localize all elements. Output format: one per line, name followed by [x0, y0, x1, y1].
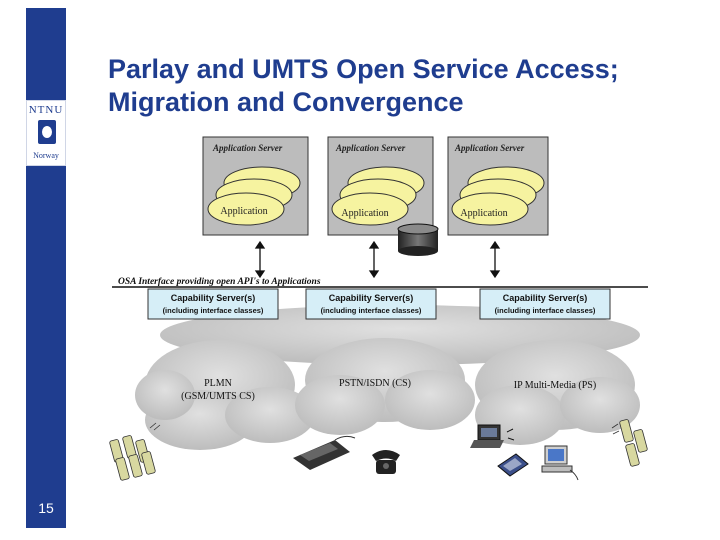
capability-server-1 [147, 288, 279, 320]
capability-server-3-title: Capability Server(s) [503, 293, 588, 303]
capability-server-1-subtitle: (including interface classes) [163, 306, 264, 315]
database-icon [397, 223, 439, 256]
mobile-phones-left-icon [109, 422, 161, 481]
osa-interface-label: OSA Interface providing open API's to Ap… [118, 277, 321, 287]
institution-name: NTNU [28, 104, 64, 116]
capability-server-2-title: Capability Server(s) [329, 293, 414, 303]
network-pstn-label: PSTN/ISDN (CS) [339, 378, 411, 389]
capability-server-3-subtitle: (including interface classes) [495, 306, 596, 315]
mobile-phones-right-icon [611, 419, 648, 467]
pda-icon [497, 453, 529, 477]
capability-server-3 [479, 288, 611, 320]
network-ip-label: IP Multi-Media (PS) [514, 380, 596, 391]
app-server-3-header: Application Server [454, 143, 525, 153]
institution-country: Norway [33, 151, 59, 160]
app-2-label: Application [341, 208, 388, 219]
laptop-icon [470, 424, 515, 448]
ntnu-logo-block: NTNU Norway [26, 100, 66, 166]
capability-server-2-subtitle: (including interface classes) [321, 306, 422, 315]
ntnu-logo-icon [38, 120, 56, 144]
telephone-icon [372, 450, 400, 474]
app-server-3 [447, 136, 549, 236]
network-plmn-line1: PLMN [204, 378, 232, 389]
slide-number: 15 [38, 500, 54, 516]
app-server-1 [202, 136, 309, 236]
app-server-1-header: Application Server [212, 143, 283, 153]
api-arrows [254, 240, 501, 279]
app-3-label: Application [460, 208, 507, 219]
capability-server-2 [305, 288, 437, 320]
slide-title: Parlay and UMTS Open Service Access; Mig… [108, 54, 619, 117]
app-server-2-header: Application Server [335, 143, 406, 153]
capability-server-1-title: Capability Server(s) [171, 293, 256, 303]
fax-machine-icon [293, 435, 356, 470]
app-1-label: Application [220, 206, 267, 217]
computer-icon [541, 445, 579, 481]
app-server-2 [327, 136, 434, 236]
sidebar-band [26, 8, 66, 528]
network-plmn-line2: (GSM/UMTS CS) [181, 391, 255, 402]
